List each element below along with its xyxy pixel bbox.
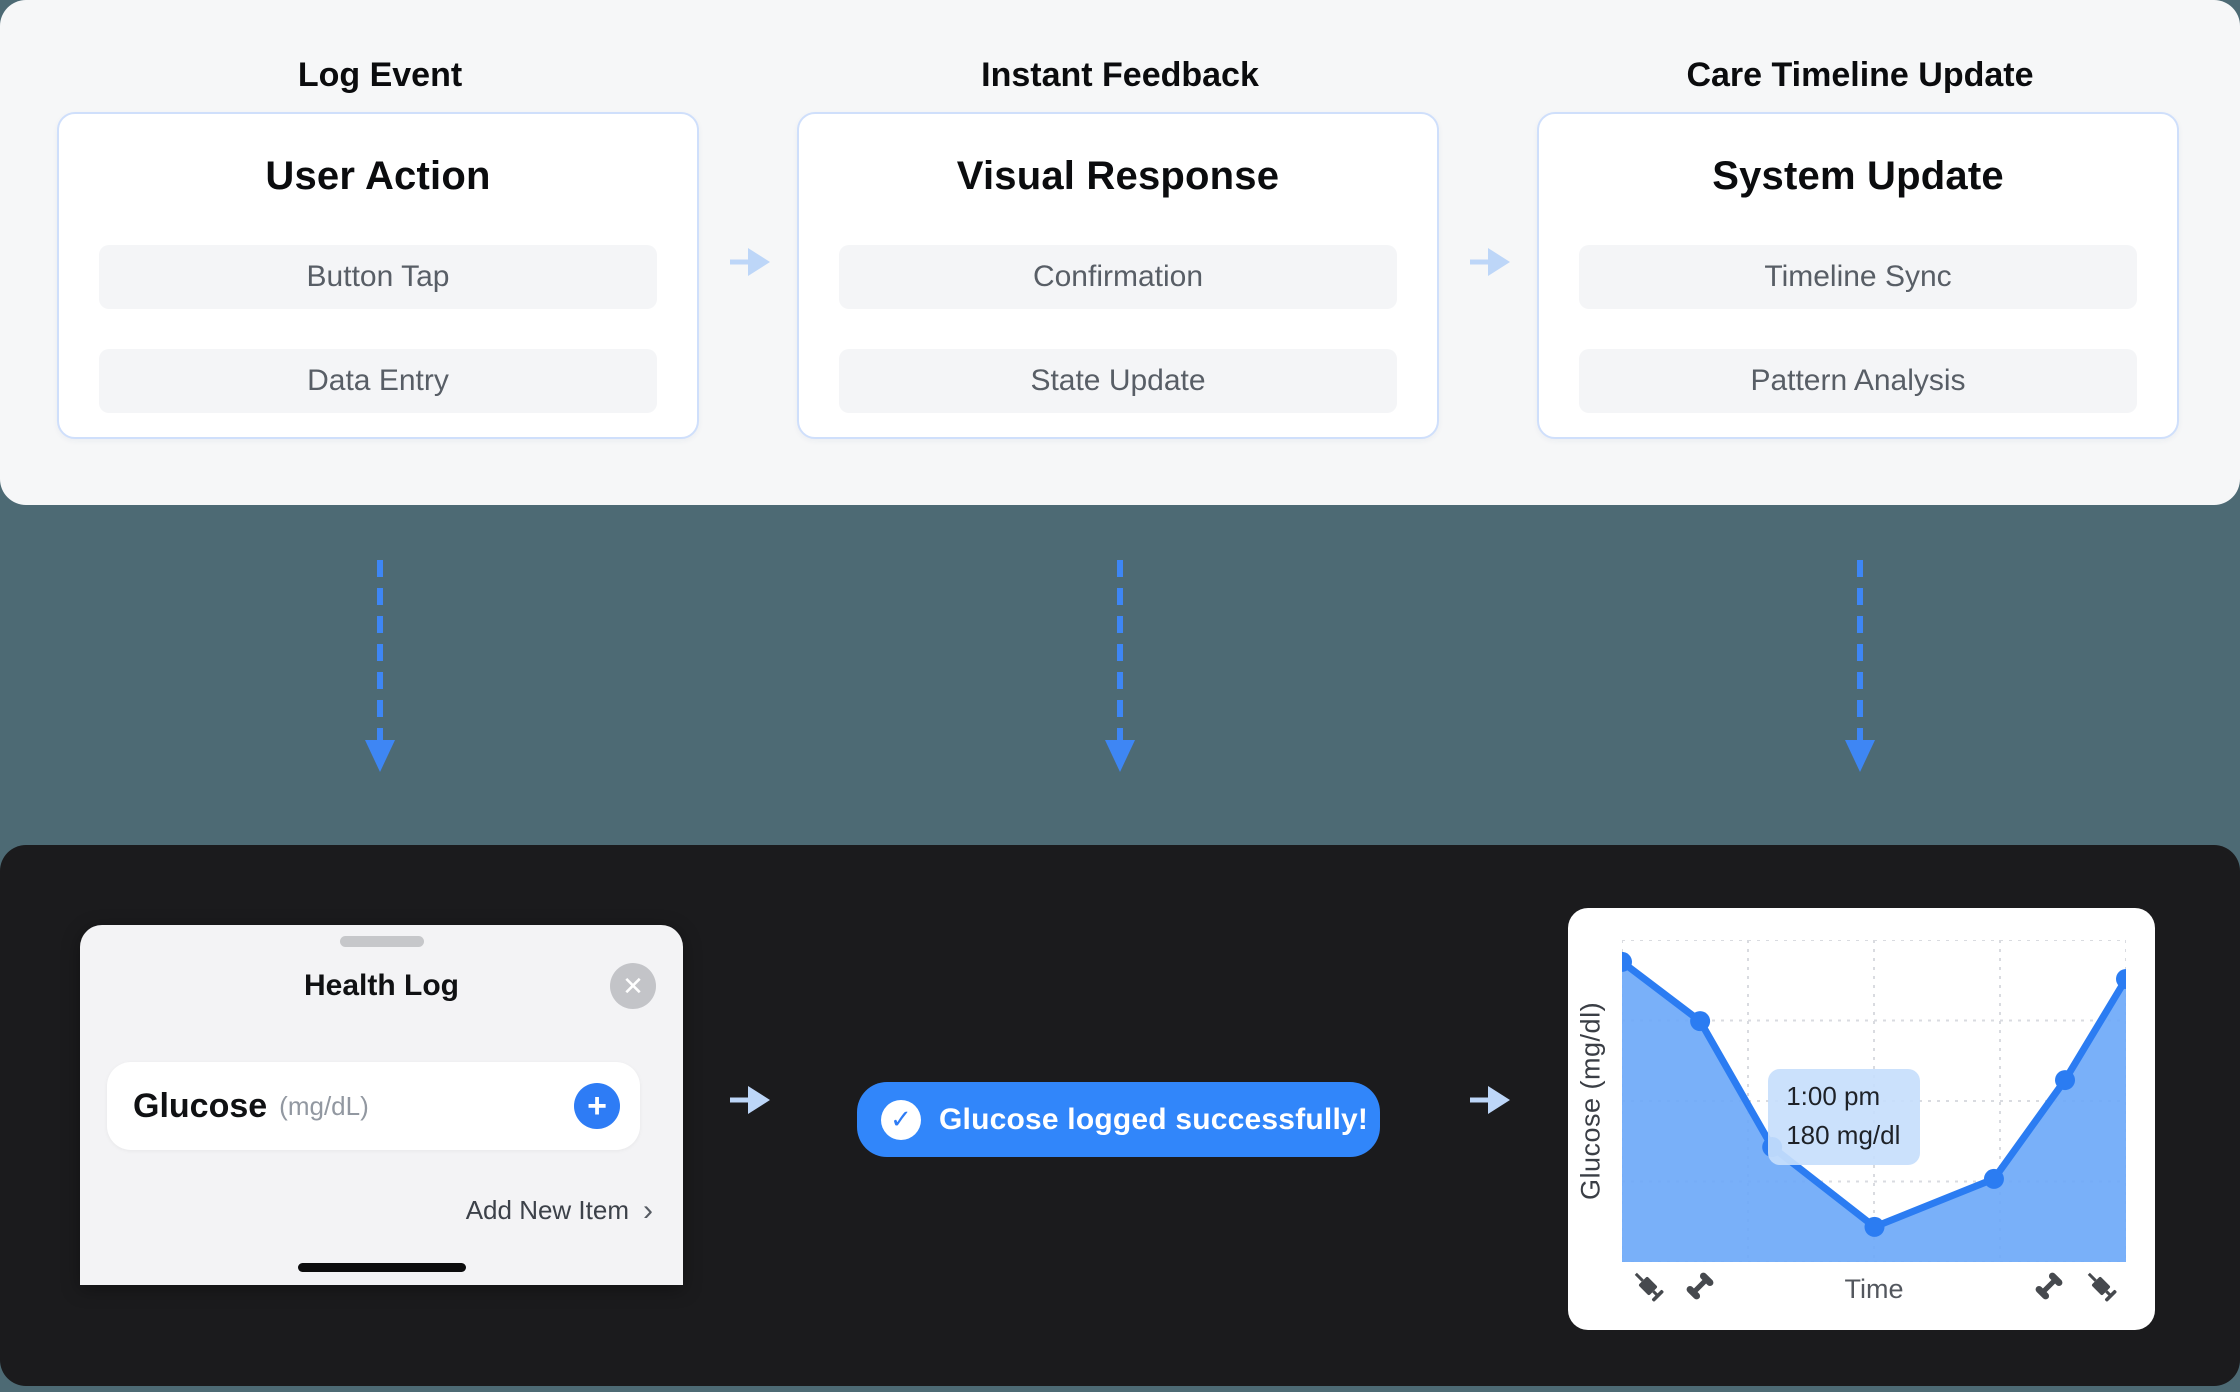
arrow-right-icon — [728, 244, 772, 280]
add-glucose-button[interactable]: + — [574, 1083, 620, 1129]
flow-card-user-action: User Action Button Tap Data Entry — [57, 112, 699, 439]
flow-chip: Data Entry — [99, 349, 657, 413]
check-circle-icon: ✓ — [881, 1099, 921, 1140]
arrow-right-icon — [728, 1082, 772, 1118]
success-toast: ✓ Glucose logged successfully! — [857, 1082, 1380, 1157]
glucose-line-chart: 1:00 pm 180 mg/dl — [1622, 940, 2126, 1262]
x-axis-event-icons-right — [2031, 1268, 2119, 1304]
flow-column-care-timeline-update: Care Timeline Update System Update Timel… — [1537, 0, 2183, 505]
close-icon: ✕ — [622, 970, 644, 1001]
sheet-title: Health Log — [304, 969, 459, 1002]
arrow-right-icon — [1468, 244, 1512, 280]
sheet-grabber-handle[interactable] — [339, 936, 424, 947]
y-axis-label: Glucose (mg/dl) — [1575, 1001, 1606, 1201]
x-axis-label: Time — [1844, 1274, 1904, 1304]
dumbbell-icon — [1682, 1268, 1718, 1304]
syringe-icon — [1630, 1268, 1666, 1304]
metric-unit: (mg/dL) — [279, 1090, 369, 1121]
glucose-entry-row[interactable]: Glucose (mg/dL) + — [107, 1062, 640, 1150]
home-indicator — [297, 1263, 466, 1272]
flow-chip: Confirmation — [839, 245, 1397, 309]
toast-message: Glucose logged successfully! — [939, 1102, 1369, 1136]
flow-diagram-panel: Log Event User Action Button Tap Data En… — [0, 0, 2240, 505]
add-new-item-label: Add New Item — [465, 1195, 629, 1225]
chevron-right-icon: › — [643, 1193, 653, 1227]
metric-label: Glucose — [133, 1086, 268, 1125]
dashed-down-arrow-icon — [364, 558, 396, 782]
flow-card-system-update: System Update Timeline Sync Pattern Anal… — [1537, 112, 2179, 439]
close-button[interactable]: ✕ — [610, 963, 656, 1009]
flow-card-title: System Update — [1712, 154, 2004, 198]
flow-card-title: Visual Response — [956, 154, 1280, 198]
plus-icon: + — [587, 1087, 607, 1125]
flow-column-log-event: Log Event User Action Button Tap Data En… — [57, 0, 703, 505]
dashed-down-arrow-icon — [1104, 558, 1136, 782]
add-new-item-link[interactable]: Add New Item › — [466, 1195, 653, 1226]
flow-card-visual-response: Visual Response Confirmation State Updat… — [797, 112, 1439, 439]
flow-chip: Timeline Sync — [1579, 245, 2137, 309]
flow-step-label: Instant Feedback — [981, 56, 1259, 94]
flow-chip: State Update — [839, 349, 1397, 413]
tooltip-time: 1:00 pm — [1786, 1081, 1881, 1112]
arrow-right-icon — [1468, 1082, 1512, 1118]
syringe-icon — [2083, 1268, 2119, 1304]
x-axis-event-icons-left — [1630, 1268, 1718, 1304]
flow-column-instant-feedback: Instant Feedback Visual Response Confirm… — [797, 0, 1443, 505]
dumbbell-icon — [2031, 1268, 2067, 1304]
health-log-sheet: Health Log ✕ Glucose (mg/dL) + Add New I… — [80, 925, 683, 1285]
dashed-down-arrow-icon — [1844, 558, 1876, 782]
tooltip-value: 180 mg/dl — [1786, 1120, 1901, 1151]
flow-card-title: User Action — [265, 154, 491, 198]
flow-chip: Pattern Analysis — [1579, 349, 2137, 413]
flow-step-label: Log Event — [297, 56, 463, 94]
chart-tooltip: 1:00 pm 180 mg/dl — [1768, 1069, 1921, 1166]
flow-chip: Button Tap — [99, 245, 657, 309]
flow-step-label: Care Timeline Update — [1686, 56, 2034, 94]
glucose-chart-card: Glucose (mg/dl) 1:00 pm 180 mg/dl Time — [1568, 908, 2155, 1330]
